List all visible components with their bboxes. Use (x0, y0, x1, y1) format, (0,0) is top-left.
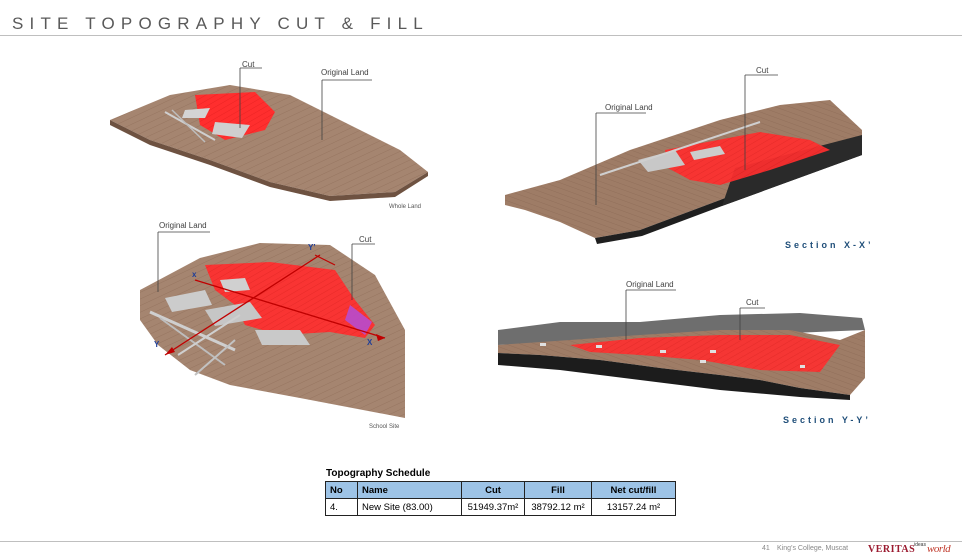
axis-x2-label: X (367, 338, 373, 347)
cell-cut: 51949.37m² (461, 498, 525, 516)
ideas-logo-small-text: ideas (914, 542, 926, 548)
header-net: Net cut/fill (591, 481, 676, 499)
header-name: Name (357, 481, 462, 499)
section-xx-original-label: Original Land (605, 103, 653, 112)
schedule-title: Topography Schedule (326, 468, 431, 479)
page-title: SITE TOPOGRAPHY CUT & FILL (12, 14, 429, 33)
section-xx-model (505, 74, 862, 244)
footer-client: King’s College, Muscat (777, 545, 849, 552)
whole-land-model (110, 67, 428, 201)
table-row: 4. New Site (83.00) 51949.37m² 38792.12 … (325, 498, 676, 516)
header-cut: Cut (461, 481, 525, 499)
veritas-logo: VERITAS (868, 544, 916, 555)
whole-land-cut-label: Cut (242, 60, 255, 69)
cell-net: 13157.24 m² (591, 498, 676, 516)
whole-land-original-label: Original Land (321, 68, 369, 77)
school-site-model (140, 231, 405, 418)
header-no: No (325, 481, 358, 499)
school-site-original-label: Original Land (159, 221, 207, 230)
page-number: 41 (762, 545, 770, 552)
axis-y-prime-label: Y’ (308, 243, 316, 252)
ideas-world-logo: ideas world (914, 540, 958, 558)
section-yy-cut-label: Cut (746, 298, 759, 307)
title-divider (0, 35, 962, 36)
section-xx-cut-label: Cut (756, 66, 769, 75)
cell-name: New Site (83.00) (357, 498, 462, 516)
table-header-row: No Name Cut Fill Net cut/fill (325, 481, 676, 499)
section-yy-original-label: Original Land (626, 280, 674, 289)
section-yy-caption: Section Y-Y’ (783, 415, 871, 425)
topography-schedule-table: No Name Cut Fill Net cut/fill 4. New Sit… (325, 481, 676, 516)
cell-fill: 38792.12 m² (524, 498, 592, 516)
cell-no: 4. (325, 498, 358, 516)
ideas-logo-big-text: world (927, 543, 951, 555)
whole-land-caption: Whole Land (389, 204, 422, 210)
footer-divider (0, 541, 962, 542)
school-site-caption: School Site (369, 424, 400, 430)
header-fill: Fill (524, 481, 592, 499)
section-xx-caption: Section X-X’ (785, 240, 874, 250)
section-yy-model (498, 289, 865, 400)
axis-y-label: Y (154, 340, 160, 349)
school-site-cut-label: Cut (359, 235, 372, 244)
axis-x-label: x (192, 270, 197, 279)
